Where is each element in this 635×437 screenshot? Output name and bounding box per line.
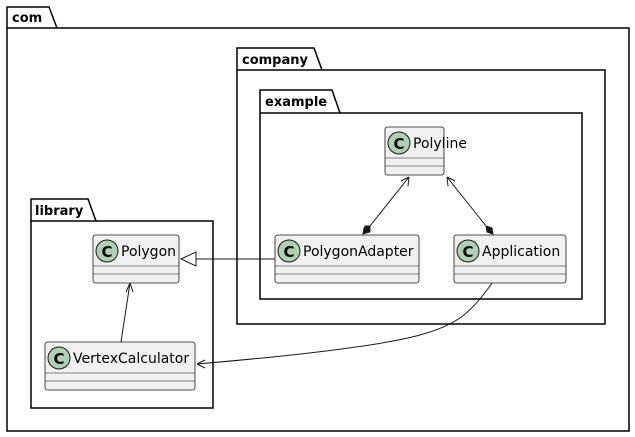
package-library: library <box>30 198 214 409</box>
class-polygonadapter-stereotype-glyph: C <box>283 243 294 261</box>
association-vertexcalculator-polygon <box>120 282 134 343</box>
class-application-stereotype-icon <box>456 239 480 263</box>
class-vertexcalculator: C VertexCalculator <box>44 341 196 391</box>
package-company-title: company <box>242 53 309 68</box>
package-company: company <box>236 47 606 325</box>
class-polyline-stereotype-icon <box>387 131 411 155</box>
package-library-title: library <box>35 204 84 219</box>
class-application: C Application <box>453 234 567 284</box>
class-polyline-stereotype-glyph: C <box>393 135 404 153</box>
class-vertexcalculator-name: VertexCalculator <box>73 351 189 367</box>
composition-application-polyline <box>446 176 494 235</box>
package-com: com <box>6 6 630 432</box>
class-application-stereotype-glyph: C <box>462 243 473 261</box>
package-example-title: example <box>265 95 327 110</box>
class-vertexcalculator-stereotype-glyph: C <box>53 350 64 368</box>
class-polygonadapter-stereotype-icon <box>277 239 301 263</box>
class-polygonadapter: C PolygonAdapter <box>274 234 420 284</box>
class-polygon: C Polygon <box>92 234 180 284</box>
class-polyline-name: Polyline <box>413 136 467 152</box>
class-polygon-stereotype-glyph: C <box>101 243 112 261</box>
inheritance-polygonadapter-polygon <box>179 251 275 267</box>
class-polygon-name: Polygon <box>121 244 176 260</box>
class-polygon-stereotype-icon <box>95 239 119 263</box>
composition-polygonadapter-polyline <box>362 176 410 235</box>
class-polygonadapter-name: PolygonAdapter <box>303 244 414 260</box>
class-polyline: C Polyline <box>384 126 467 176</box>
class-application-name: Application <box>482 244 560 260</box>
relations <box>120 176 494 369</box>
association-application-vertexcalculator <box>196 282 493 369</box>
package-example: example <box>259 89 583 300</box>
class-vertexcalculator-stereotype-icon <box>47 346 71 370</box>
package-com-title: com <box>12 11 42 26</box>
